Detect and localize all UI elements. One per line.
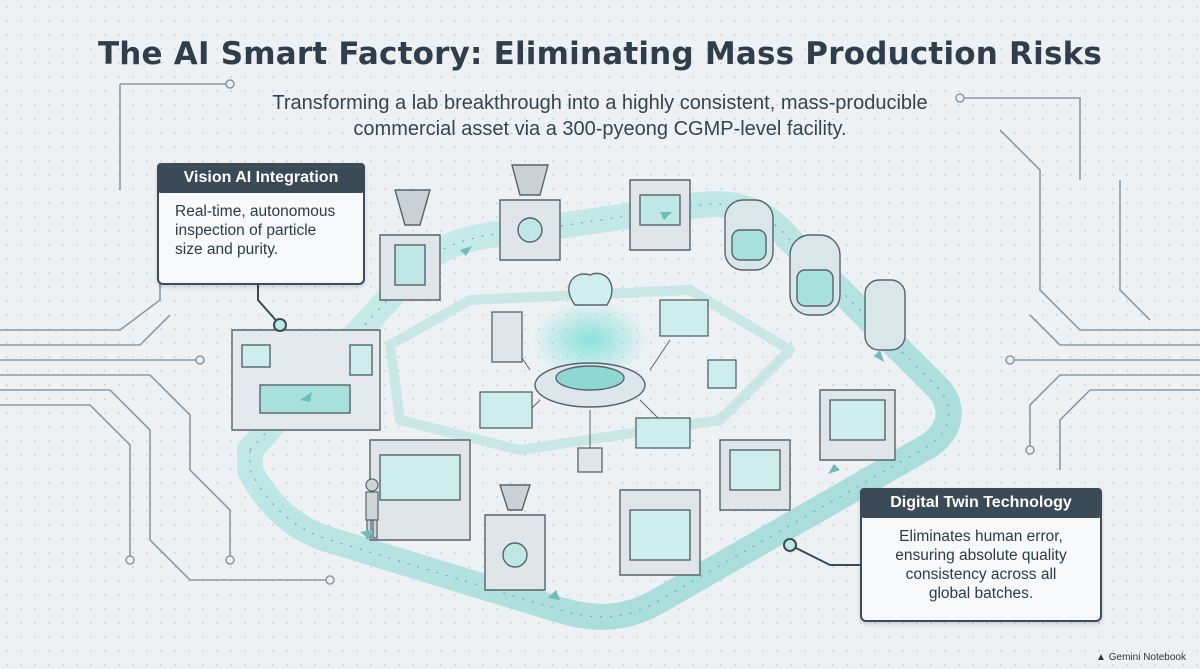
factory-machines: [231, 164, 906, 591]
page-title: The AI Smart Factory: Eliminating Mass P…: [97, 36, 1103, 72]
gemini-notebook-icon: ▲: [1096, 652, 1106, 663]
callout-connectors: [257, 281, 860, 566]
bottling-machine: [619, 489, 701, 576]
circuit-nodes-right: [955, 93, 1035, 455]
circuit-nodes-left: [125, 79, 335, 585]
mixer-machine: [629, 179, 691, 251]
digital-twin-line-3: consistency across all: [905, 566, 1057, 583]
vision-ai-line-3: size and purity.: [175, 241, 279, 258]
digital-twin-line-1: Eliminates human error,: [899, 528, 1063, 545]
vision-ai-line-2: inspection of particle: [175, 222, 317, 239]
digital-twin-callout-body: Eliminates human error, ensuring absolut…: [862, 518, 1100, 612]
vision-ai-callout-body: Real-time, autonomous inspection of part…: [159, 193, 363, 268]
filter-tank: [864, 279, 906, 351]
inner-data-loop: [385, 285, 795, 455]
circuit-traces-right: [960, 97, 1200, 470]
reactor-tank-2: [789, 234, 841, 316]
vision-ai-line-1: Real-time, autonomous: [175, 203, 336, 220]
digital-twin-line-2: ensuring absolute quality: [895, 547, 1067, 564]
gemini-notebook-label: Gemini Notebook: [1108, 652, 1186, 663]
vision-ai-callout-title: Vision AI Integration: [157, 163, 365, 193]
digital-twin-line-4: global batches.: [928, 585, 1034, 602]
connector-nodes: [273, 318, 797, 552]
hopper-machine-1: [379, 189, 441, 301]
digital-twin-callout: Digital Twin Technology Eliminates human…: [860, 488, 1102, 622]
grinder-machine: [499, 164, 561, 261]
gemini-notebook-badge: ▲ Gemini Notebook: [1096, 652, 1186, 663]
digital-twin-callout-title: Digital Twin Technology: [860, 488, 1102, 518]
inspection-station: [231, 329, 381, 431]
subtitle-line-2: commercial asset via a 300-pyeong CGMP-l…: [353, 118, 847, 140]
flow-arrows: [300, 212, 884, 600]
circuit-traces-left: [0, 83, 330, 581]
packaging-machine-right: [819, 389, 896, 461]
sealing-machine: [719, 439, 791, 511]
hub-devices: [479, 299, 737, 473]
hopper-machine-2: [484, 484, 546, 591]
subtitle-line-1: Transforming a lab breakthrough into a h…: [272, 92, 928, 114]
reactor-tank-1: [724, 199, 774, 271]
central-ai-hub: [530, 272, 650, 408]
vision-ai-callout: Vision AI Integration Real-time, autonom…: [157, 163, 365, 285]
control-station: [369, 439, 471, 541]
page-subtitle: Transforming a lab breakthrough into a h…: [240, 90, 960, 142]
